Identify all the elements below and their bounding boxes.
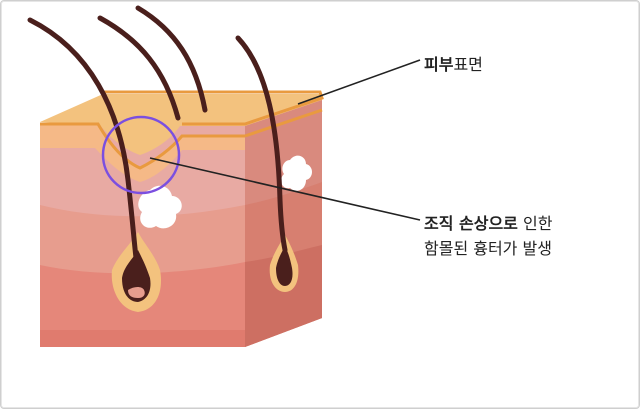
label-damage-bold: 조직 손상으로 — [424, 214, 518, 233]
hair-strand-3 — [135, 5, 208, 113]
label-tissue-damage: 조직 손상으로 인한 함몰된 흉터가 발생 — [424, 211, 552, 261]
label-damage-rest: 인한 — [517, 214, 553, 233]
hair-follicle-front — [111, 232, 162, 312]
label-skin-surface-bold: 피부 — [424, 55, 454, 74]
hair-strand-2 — [97, 15, 181, 121]
hair-strand-1 — [27, 17, 139, 261]
surface-depression — [40, 125, 245, 182]
label-skin-surface: 피부표면 — [424, 51, 483, 75]
leader-line-surface — [297, 59, 421, 105]
label-damage-line2: 함몰된 흉터가 발생 — [424, 239, 552, 258]
leader-line-damage — [149, 157, 421, 221]
highlight-circle — [101, 115, 181, 195]
hair-follicle-side — [269, 235, 299, 292]
scar-tissue-front — [138, 185, 182, 229]
hair-strand-4 — [235, 35, 288, 253]
scar-tissue-side — [281, 155, 312, 191]
label-skin-surface-rest: 표면 — [453, 55, 483, 74]
